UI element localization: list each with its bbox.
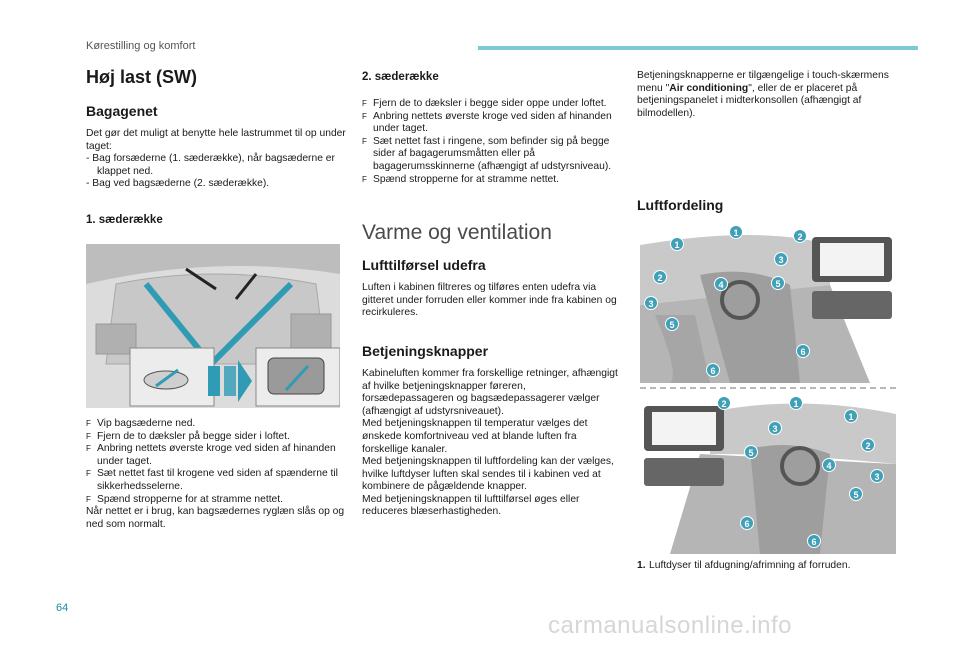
air-distribution-diagram-top [640,225,896,383]
dash-item-2: - Bag ved bagsæderne (2. sæderække). [86,178,270,190]
watermark: carmanualsonline.info [548,612,792,639]
callout-number: 3 [870,469,884,483]
callout-number: 1 [789,396,803,410]
bullet-glyph: F [362,136,367,146]
callout-number: 2 [717,396,731,410]
section-label: Kørestilling og komfort [86,40,196,52]
page-title: Høj last (SW) [86,67,197,87]
caption-text: Luftdyser til afdugning/afrimning af for… [649,560,851,571]
air-intake-text: Luften i kabinen filtreres og tilføres e… [362,282,617,319]
heading-row1: 1. sæderække [86,213,163,226]
bullet-glyph: F [86,494,91,504]
callout-number: 5 [665,317,679,331]
bullet-glyph: F [86,419,91,428]
bullet-glyph: F [362,174,367,184]
callout-number: 6 [706,363,720,377]
controls-text-2: Med betjeningsknappen til temperatur væl… [362,418,588,455]
callout-number: 5 [744,445,758,459]
callout-number: 1 [729,225,743,239]
callout-number: 2 [861,438,875,452]
bullet-glyph: F [86,444,91,454]
callout-number: 3 [774,252,788,266]
intro-text: Det gør det muligt at benytte hele lastr… [86,128,346,152]
callout-number: 3 [644,296,658,310]
controls-text-4: Med betjeningsknappen til lufttilførsel … [362,493,580,518]
callout-number: 2 [793,229,807,243]
bullet-glyph: F [362,111,367,121]
callout-number: 5 [849,487,863,501]
callout-number: 4 [714,277,728,291]
chapter-title: Varme og ventilation [362,221,552,245]
outro-text: Når nettet er i brug, kan bagsædernes ry… [86,506,345,530]
bullet-glyph: F [86,431,91,441]
bullet-glyph: F [362,99,367,108]
cargo-net-illustration [86,244,340,408]
callout-number: 6 [740,516,754,530]
callout-number: 3 [768,421,782,435]
bullet-glyph: F [86,469,91,479]
callout-number: 6 [796,344,810,358]
heading-controls: Betjeningsknapper [362,342,489,359]
heading-air-intake: Lufttilførsel udefra [362,257,486,274]
caption-number: 1. [637,560,646,571]
callout-number: 5 [771,276,785,290]
figure-caption: 1.Luftdyser til afdugning/afrimning af f… [637,560,899,573]
callout-number: 1 [670,237,684,251]
column-right: Betjeningsknapperne er tilgængelige i to… [637,64,899,222]
callout-number: 4 [822,458,836,472]
callout-number: 6 [807,534,821,548]
callout-number: 1 [844,409,858,423]
callout-number: 2 [653,270,667,284]
column-left: Høj last (SW) Bagagenet Det gør det muli… [86,64,346,237]
controls-location-text: Betjeningsknapperne er tilgængelige i to… [637,70,889,119]
heading-air-distribution: Luftfordeling [637,197,724,214]
section-accent-bar [478,46,918,50]
heading-bagagenet: Bagagenet [86,103,158,119]
heading-row2: 2. sæderække [362,71,439,83]
controls-text-3: Med betjeningsknappen til luftfordeling … [362,456,614,493]
diagram-separator [640,387,896,389]
controls-text-1: Kabineluften kommer fra forskellige retn… [362,367,618,417]
page-number: 64 [56,602,69,614]
dash-item-1: - Bag forsæderne (1. sæderække), når bag… [86,153,335,177]
